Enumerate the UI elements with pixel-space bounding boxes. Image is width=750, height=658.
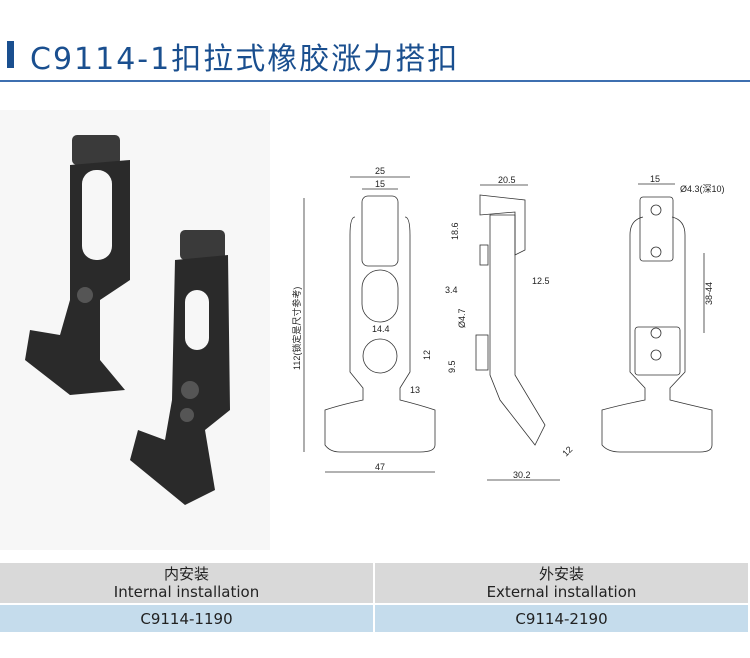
title-accent-bar bbox=[7, 41, 14, 68]
svg-text:18.6: 18.6 bbox=[450, 222, 460, 240]
svg-text:9.5: 9.5 bbox=[447, 360, 457, 373]
svg-text:47: 47 bbox=[375, 462, 385, 472]
svg-text:38-44: 38-44 bbox=[704, 282, 714, 305]
svg-text:12: 12 bbox=[560, 444, 574, 458]
page-title: C9114-1扣拉式橡胶涨力搭扣 bbox=[30, 42, 460, 77]
back-view: 15 Ø4.3(深10) 38-44 bbox=[601, 174, 725, 453]
svg-text:13: 13 bbox=[410, 385, 420, 395]
side-view: 20.5 18.6 3.4 12.5 Ø4.7 9.5 12 30.2 bbox=[445, 175, 574, 481]
latch-external-image bbox=[130, 230, 230, 505]
svg-text:15: 15 bbox=[375, 179, 385, 189]
svg-text:14.4: 14.4 bbox=[372, 324, 390, 334]
svg-text:112(锁定是尺寸参考): 112(锁定是尺寸参考) bbox=[291, 287, 302, 370]
svg-text:15: 15 bbox=[650, 174, 660, 184]
svg-text:30.2: 30.2 bbox=[513, 470, 531, 480]
svg-text:Ø4.7: Ø4.7 bbox=[457, 308, 467, 328]
front-view: 25 15 112(锁定是尺寸参考) 14.4 12 13 47 bbox=[291, 166, 436, 473]
svg-text:12: 12 bbox=[422, 350, 432, 360]
svg-text:Ø4.3(深10): Ø4.3(深10) bbox=[680, 184, 725, 194]
technical-drawing: 25 15 112(锁定是尺寸参考) 14.4 12 13 47 20.5 18… bbox=[291, 166, 725, 481]
product-photo bbox=[0, 110, 270, 550]
svg-text:12.5: 12.5 bbox=[532, 276, 550, 286]
model-external: C9114-2190 bbox=[374, 603, 750, 632]
svg-text:20.5: 20.5 bbox=[498, 175, 516, 185]
model-internal: C9114-1190 bbox=[0, 603, 375, 632]
title-divider bbox=[0, 80, 750, 82]
latch-internal-image bbox=[25, 135, 130, 395]
svg-text:3.4: 3.4 bbox=[445, 285, 458, 295]
svg-text:25: 25 bbox=[375, 166, 385, 176]
